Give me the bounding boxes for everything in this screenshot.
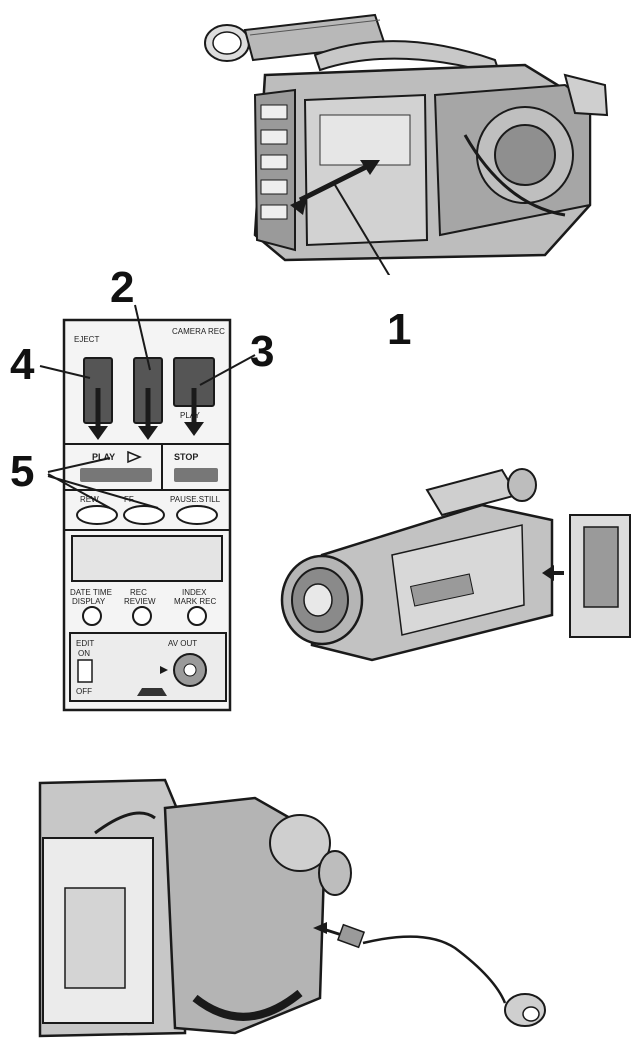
panel-av-out-label: AV OUT bbox=[168, 639, 197, 648]
callout-2-label: 2 bbox=[110, 263, 135, 312]
panel-eject-label: EJECT bbox=[74, 335, 99, 344]
stop-button[interactable] bbox=[174, 468, 218, 482]
camcorder-battery-illustration bbox=[280, 468, 631, 662]
date-time-display-button[interactable] bbox=[82, 606, 102, 626]
camcorder-cable-illustration bbox=[38, 778, 546, 1038]
pause-still-button[interactable] bbox=[176, 505, 218, 525]
panel-callout-leaders bbox=[39, 304, 256, 509]
panel-on-label: ON bbox=[78, 649, 90, 658]
control-panel-illustration: EJECT CAMERA REC PLAY PLAY STOP REW FF P… bbox=[62, 318, 232, 712]
panel-play-label: PLAY bbox=[92, 452, 115, 462]
panel-stop-label: STOP bbox=[174, 452, 198, 462]
rew-button[interactable] bbox=[76, 505, 118, 525]
display-window bbox=[71, 535, 223, 582]
callout-4-label: 4 bbox=[10, 340, 35, 389]
panel-rew-label: REW bbox=[80, 495, 99, 504]
panel-vcr-play-label: PLAY bbox=[180, 411, 201, 420]
panel-off-label: OFF bbox=[76, 687, 92, 696]
panel-date-time-label-1: DATE TIME bbox=[70, 588, 112, 597]
callout-5-label: 5 bbox=[10, 447, 35, 496]
camcorder-top-illustration bbox=[204, 13, 609, 275]
ff-button[interactable] bbox=[123, 505, 165, 525]
panel-index-label-2: MARK REC bbox=[174, 597, 216, 606]
play-button[interactable] bbox=[80, 468, 152, 482]
panel-index-label-1: INDEX bbox=[182, 588, 207, 597]
panel-pause-still-label: PAUSE.STILL bbox=[170, 495, 221, 504]
rec-review-button[interactable] bbox=[132, 606, 152, 626]
panel-rec-review-label-1: REC bbox=[130, 588, 147, 597]
panel-date-time-label-2: DISPLAY bbox=[72, 597, 106, 606]
panel-rec-review-label-2: REVIEW bbox=[124, 597, 156, 606]
panel-camera-rec-label: CAMERA REC bbox=[172, 327, 225, 336]
edit-switch[interactable] bbox=[77, 659, 93, 683]
callout-3-label: 3 bbox=[250, 327, 275, 376]
panel-edit-label: EDIT bbox=[76, 639, 94, 648]
index-mark-rec-button[interactable] bbox=[187, 606, 207, 626]
callout-1-label: 1 bbox=[387, 305, 412, 354]
